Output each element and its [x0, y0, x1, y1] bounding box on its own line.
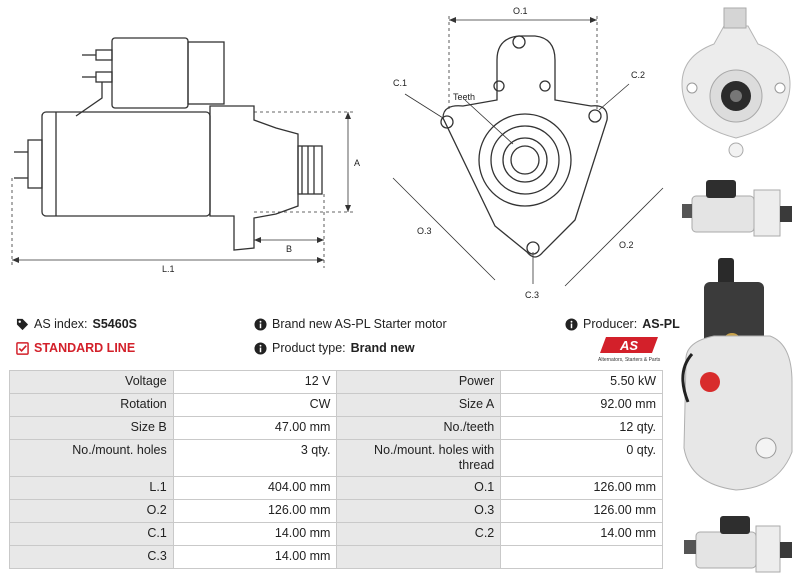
producer-label: Producer:	[583, 317, 638, 331]
dimension-c3-label: C.3	[525, 290, 539, 300]
condition-row: Brand new AS-PL Starter motor	[254, 317, 447, 331]
spec-value: 47.00 mm	[172, 416, 338, 440]
spec-value: 404.00 mm	[172, 476, 338, 500]
front-view-drawing: O.1 C.1 C.2 Teeth O.3 O.2 C.3	[392, 6, 664, 300]
spec-value: 3 qty.	[172, 439, 338, 477]
table-row: C.3 14.00 mm	[9, 545, 663, 569]
spec-value: 14.00 mm	[172, 522, 338, 546]
spec-value: 0 qty.	[500, 439, 663, 477]
spec-value: 14.00 mm	[500, 522, 663, 546]
spec-label: Rotation	[9, 393, 174, 417]
dimension-a-label: A	[354, 158, 360, 168]
dimension-c1-label: C.1	[393, 78, 407, 88]
table-row: O.2 126.00 mm O.3 126.00 mm	[9, 499, 663, 523]
spec-label: Voltage	[9, 370, 174, 394]
spec-table: Voltage 12 V Power 5.50 kW Rotation CW S…	[9, 370, 663, 569]
table-row: L.1 404.00 mm O.1 126.00 mm	[9, 476, 663, 500]
spec-value: 12 V	[172, 370, 338, 394]
side-view-drawing: A B L.1	[11, 37, 360, 274]
table-row: Rotation CW Size A 92.00 mm	[9, 393, 663, 417]
product-photo-front[interactable]	[674, 4, 798, 166]
table-row: No./mount. holes 3 qty. No./mount. holes…	[9, 439, 663, 477]
product-type-value: Brand new	[350, 341, 415, 355]
spec-value: 126.00 mm	[172, 499, 338, 523]
teeth-label: Teeth	[453, 92, 475, 102]
spec-label: No./mount. holes with thread	[336, 439, 502, 477]
checkbox-checked-icon	[16, 341, 29, 355]
spec-label: C.2	[336, 522, 502, 546]
product-type-row: Product type: Brand new	[254, 341, 415, 355]
product-photo-side[interactable]	[676, 170, 798, 242]
dimension-o3-label: O.3	[417, 226, 432, 236]
as-pl-logo: AS Alternators, Starters & Parts	[598, 337, 661, 363]
standard-line-text: STANDARD LINE	[34, 341, 136, 355]
spec-label: Power	[336, 370, 502, 394]
spec-value: 126.00 mm	[500, 476, 663, 500]
condition-text: Brand new AS-PL Starter motor	[272, 317, 447, 331]
spec-label: L.1	[9, 476, 174, 500]
tag-icon	[16, 318, 29, 330]
spec-label: O.2	[9, 499, 174, 523]
spec-value: CW	[172, 393, 338, 417]
dimension-o2-label: O.2	[619, 240, 634, 250]
dimension-c2-label: C.2	[631, 70, 645, 80]
spec-value: 12 qty.	[500, 416, 663, 440]
product-type-label: Product type:	[272, 341, 346, 355]
as-index-label: AS index:	[34, 317, 88, 331]
spec-label: C.1	[9, 522, 174, 546]
producer-row: Producer: AS-PL	[565, 317, 680, 331]
spec-label: O.3	[336, 499, 502, 523]
table-row: C.1 14.00 mm C.2 14.00 mm	[9, 522, 663, 546]
dimension-l1-label: L.1	[162, 264, 175, 274]
spec-label: O.1	[336, 476, 502, 500]
as-index-row: AS index: S5460S	[16, 317, 137, 331]
spec-label: C.3	[9, 545, 174, 569]
info-icon	[254, 341, 267, 355]
standard-line-badge: STANDARD LINE	[16, 341, 135, 355]
dimension-o1-label: O.1	[513, 6, 528, 16]
info-icon	[565, 317, 578, 331]
spec-label: No./teeth	[336, 416, 502, 440]
spec-value: 126.00 mm	[500, 499, 663, 523]
spec-value	[500, 545, 663, 569]
logo-mark: AS	[619, 338, 638, 353]
logo-tagline: Alternators, Starters & Parts	[598, 357, 661, 363]
spec-label: No./mount. holes	[9, 439, 174, 477]
dimension-b-label: B	[286, 244, 292, 254]
spec-label: Size B	[9, 416, 174, 440]
as-index-value: S5460S	[92, 317, 137, 331]
info-icon	[254, 317, 267, 331]
spec-value: 5.50 kW	[500, 370, 663, 394]
table-row: Size B 47.00 mm No./teeth 12 qty.	[9, 416, 663, 440]
product-photo-rear[interactable]	[674, 252, 798, 502]
spec-label	[336, 545, 502, 569]
producer-value: AS-PL	[642, 317, 680, 331]
table-row: Voltage 12 V Power 5.50 kW	[9, 370, 663, 394]
spec-label: Size A	[336, 393, 502, 417]
spec-value: 14.00 mm	[172, 545, 338, 569]
spec-value: 92.00 mm	[500, 393, 663, 417]
product-photo-side-alt[interactable]	[676, 506, 798, 578]
